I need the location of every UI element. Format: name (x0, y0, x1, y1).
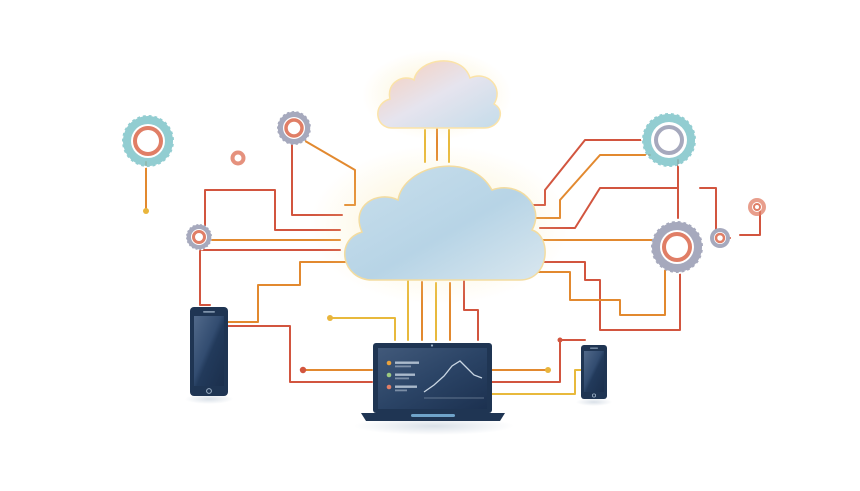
cloud-shape-top (377, 60, 502, 129)
gear-tiny-right (748, 198, 766, 216)
status-dot-orange (386, 360, 392, 366)
trace-node (557, 337, 563, 343)
gear-tiny-left (230, 150, 246, 166)
laptop-screen (378, 348, 487, 409)
trace-right-lower (539, 261, 681, 331)
trace-right-gear-down (699, 187, 717, 239)
trace-laptop-left-3 (329, 317, 396, 341)
trace-node (143, 208, 149, 214)
trace-node (327, 315, 333, 321)
trace-laptop-left-1 (227, 325, 373, 383)
laptop-icon (354, 343, 514, 435)
status-dot-red (386, 384, 392, 390)
gear-mid-left (185, 223, 213, 251)
gear-large-left (121, 114, 175, 168)
cloud-icon-main (310, 145, 570, 305)
status-dot-green (386, 372, 392, 378)
gear-small-left (276, 110, 312, 146)
trace-node (299, 366, 307, 374)
trace-right-lower-2 (529, 269, 666, 316)
cloud-icon-top (362, 50, 512, 140)
gear-small-right (710, 228, 730, 248)
gear-large-right (650, 220, 704, 274)
trace-laptop-right-3 (491, 369, 584, 395)
trace-nodes (143, 208, 563, 374)
smartphone-icon-right (576, 345, 612, 406)
trace-node (545, 367, 551, 373)
cloud-shape-main (344, 165, 546, 281)
trace-left-upper (204, 189, 341, 237)
gear-large-right-top (641, 112, 697, 168)
screen-graph-line (423, 360, 483, 393)
trace-left-phone (199, 249, 341, 306)
smartphone-icon-left (185, 307, 233, 404)
trace-left-lower (227, 261, 346, 323)
trace-laptop-right-2 (491, 339, 586, 383)
